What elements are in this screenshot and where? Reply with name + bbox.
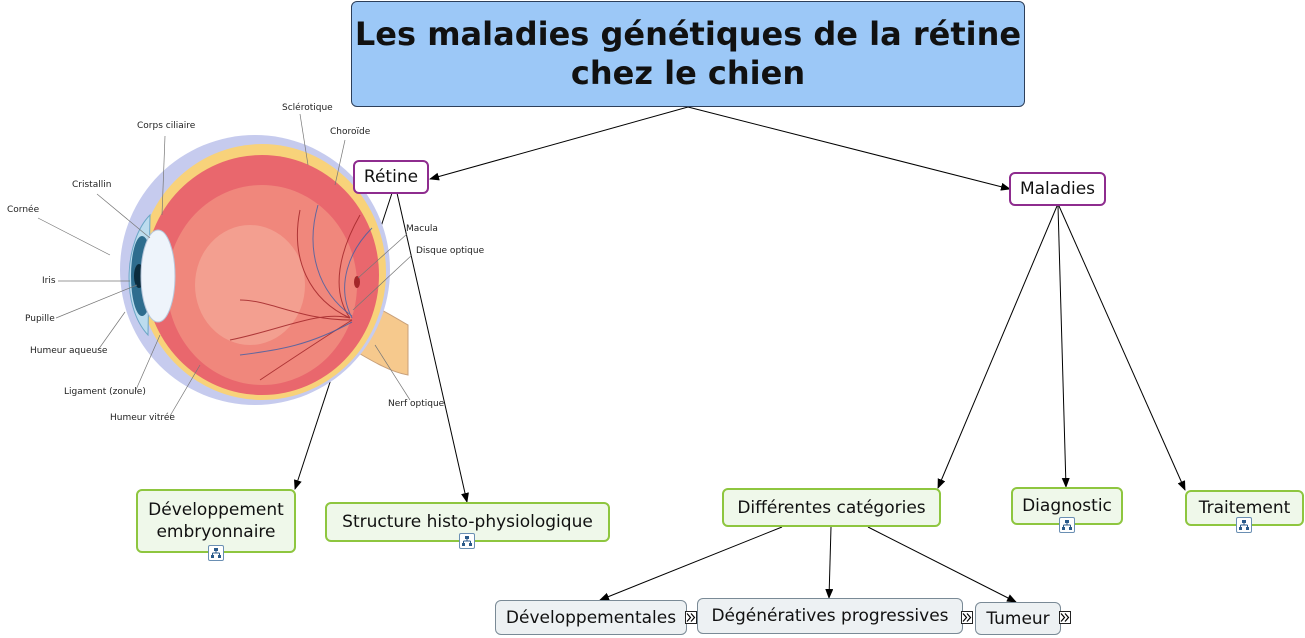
topic-degeneratives[interactable]: Dégénératives progressives [697, 598, 963, 634]
title-line-1: Les maladies génétiques de la rétine [354, 15, 1022, 53]
topic-degeneratives-label: Dégénératives progressives [711, 606, 949, 626]
label-ligament: Ligament (zonule) [64, 387, 146, 397]
expand-arrow-icon[interactable] [685, 611, 697, 624]
edge-maladies-categories [937, 205, 1058, 489]
label-nerf-optique: Nerf optique [388, 399, 445, 409]
topic-diagnostic-label: Diagnostic [1022, 496, 1112, 516]
expand-arrow-icon[interactable] [961, 611, 973, 624]
topic-developpement-line-1: Développement [148, 500, 284, 520]
edge-maladies-diagnostic [1057, 205, 1070, 488]
label-sclerotique: Sclérotique [282, 103, 333, 113]
expand-arrow-icon[interactable] [1059, 611, 1071, 624]
topic-retine[interactable]: Rétine [353, 160, 429, 194]
label-cornee: Cornée [7, 205, 40, 215]
edge-categories-degeneratives [825, 526, 834, 599]
label-macula: Macula [406, 224, 438, 234]
subtopic-icon[interactable] [208, 545, 224, 561]
topic-categories-label: Différentes catégories [737, 497, 926, 518]
subtopic-icon[interactable] [1059, 517, 1075, 533]
label-choroide: Choroïde [330, 127, 371, 137]
topic-maladies[interactable]: Maladies [1009, 172, 1106, 206]
topic-traitement-label: Traitement [1198, 498, 1291, 518]
label-disque-optique: Disque optique [416, 246, 485, 256]
edge-retine-structure [396, 192, 469, 503]
subtopic-icon[interactable] [459, 533, 475, 549]
central-topic[interactable]: Les maladies génétiques de la rétine che… [351, 1, 1025, 107]
edge-title-retine [429, 106, 689, 181]
topic-traitement[interactable]: Traitement [1185, 490, 1304, 526]
label-pupille: Pupille [25, 314, 55, 324]
subtopic-icon[interactable] [1236, 517, 1252, 533]
topic-categories[interactable]: Différentes catégories [722, 488, 941, 527]
edge-title-maladies [687, 106, 1011, 191]
edge-maladies-traitement [1058, 205, 1186, 491]
topic-developpementales[interactable]: Développementales [495, 600, 687, 635]
topic-tumeur[interactable]: Tumeur [975, 602, 1061, 635]
topic-tumeur-label: Tumeur [986, 608, 1050, 629]
topic-retine-label: Rétine [363, 167, 419, 187]
edge-categories-developpementales [599, 526, 783, 601]
title-line-2: chez le chien [570, 54, 806, 92]
label-iris: Iris [42, 276, 56, 286]
topic-maladies-label: Maladies [1019, 179, 1096, 199]
label-cristallin: Cristallin [72, 180, 112, 190]
label-humeur-aqueuse: Humeur aqueuse [30, 346, 108, 356]
edge-categories-tumeur [867, 526, 1017, 603]
topic-developpement-embryonnaire[interactable]: Développement embryonnaire [136, 489, 296, 553]
label-corps-ciliaire: Corps ciliaire [137, 121, 196, 131]
topic-structure-label: Structure histo-physiologique [342, 512, 593, 532]
topic-developpementales-label: Développementales [505, 607, 677, 628]
topic-developpement-line-2: embryonnaire [156, 522, 276, 542]
label-humeur-vitree: Humeur vitrée [110, 413, 175, 423]
